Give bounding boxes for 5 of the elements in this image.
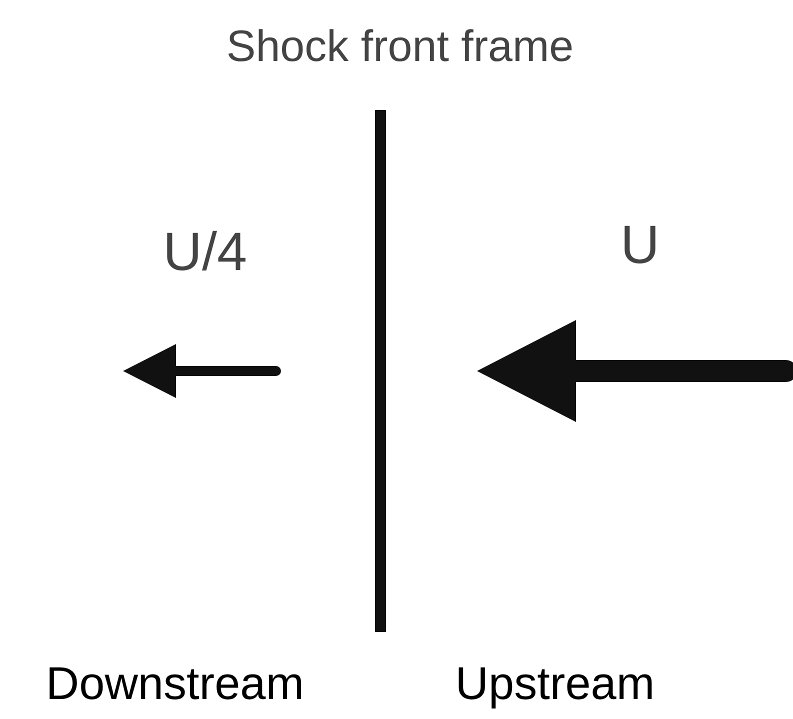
- region-label: Upstream: [454, 660, 656, 706]
- velocity-label: U: [620, 218, 660, 272]
- diagram-title: Shock front frame: [225, 21, 575, 73]
- region-label: Downstream: [44, 660, 306, 706]
- velocity-label: U/4: [162, 225, 248, 279]
